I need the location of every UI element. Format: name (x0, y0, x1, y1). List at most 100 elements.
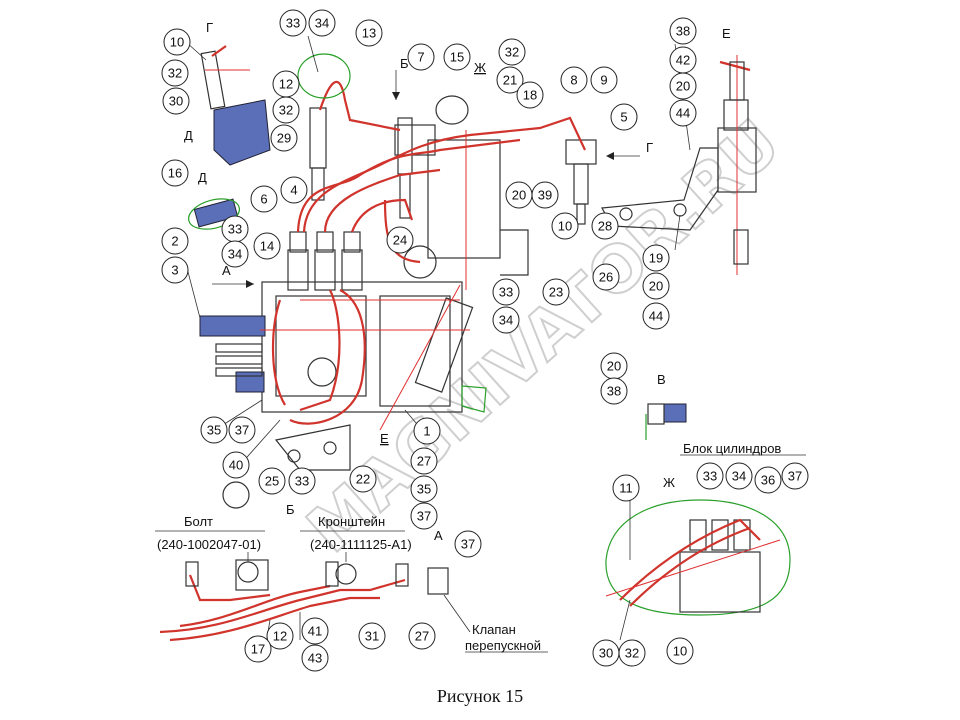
pump-sections (287, 231, 363, 291)
callout-number: 33 (228, 222, 242, 237)
callout-20: 20 (600, 352, 628, 380)
text-labels: Болт (240-1002047-01) Кронштейн (240-111… (157, 441, 781, 653)
flange-section (235, 371, 265, 393)
callout-number: 12 (279, 77, 293, 92)
injector-right (565, 139, 597, 225)
callout-number: 9 (600, 73, 607, 88)
callout-number: 20 (676, 79, 690, 94)
callout-10: 10 (666, 637, 694, 665)
callout-number: 33 (703, 469, 717, 484)
callout-33: 33 (492, 278, 520, 306)
callout-20: 20 (669, 72, 697, 100)
callout-43: 43 (301, 644, 329, 672)
fuel-pipes (271, 80, 586, 425)
callout-39: 39 (531, 181, 559, 209)
highlight-bypass (461, 385, 487, 413)
callout-12: 12 (266, 622, 294, 650)
callout-number: 44 (649, 309, 663, 324)
callout-number: 33 (499, 285, 513, 300)
callout-number: 4 (290, 183, 297, 198)
bracket-e (601, 147, 719, 231)
callout-number: 26 (599, 270, 613, 285)
callout-35: 35 (200, 416, 228, 444)
callout-41: 41 (301, 617, 329, 645)
studs (215, 343, 263, 377)
callout-number: 37 (417, 509, 431, 524)
fuel-filter (427, 139, 501, 259)
callout-34: 34 (221, 240, 249, 268)
callout-40: 40 (222, 451, 250, 479)
detail-g (200, 45, 271, 166)
callout-1: 1 (413, 417, 441, 445)
letter-b-bottom: Б (286, 502, 295, 517)
label-valve-2: перепускной (465, 638, 541, 653)
callout-number: 2 (171, 234, 178, 249)
callout-number: 37 (235, 423, 249, 438)
callout-18: 18 (516, 81, 544, 109)
callout-12: 12 (272, 70, 300, 98)
callout-number: 3 (171, 263, 178, 278)
callout-number: 1 (423, 424, 430, 439)
callout-23: 23 (542, 278, 570, 306)
letter-d-2: Д (198, 170, 207, 185)
view-letters: Г Д Д А Б Ж Е В Ж Б А Е Г (184, 20, 731, 543)
governor-housing (379, 295, 451, 407)
label-bracket: Кронштейн (318, 514, 385, 529)
letter-b-view: Б (400, 56, 409, 71)
callout-number: 10 (170, 35, 184, 50)
callout-number: 10 (558, 219, 572, 234)
callout-27: 27 (410, 447, 438, 475)
feed-pump (307, 357, 337, 387)
letter-g-view: Г (646, 140, 653, 155)
callout-number: 18 (523, 88, 537, 103)
callout-7: 7 (407, 43, 435, 71)
callout-9: 9 (590, 66, 618, 94)
letter-a-bottom: А (434, 528, 443, 543)
bottom-pipe-assembly (159, 559, 449, 642)
callout-26: 26 (592, 263, 620, 291)
fuel-pump-assembly (199, 95, 597, 471)
callout-29: 29 (270, 124, 298, 152)
callout-20: 20 (642, 272, 670, 300)
callout-6: 6 (250, 185, 278, 213)
callout-11: 11 (612, 474, 640, 502)
watermark: MAGNIVATOR.RU (293, 105, 796, 568)
callout-37: 37 (454, 530, 482, 558)
callout-32: 32 (272, 96, 300, 124)
callout-number: 21 (503, 73, 517, 88)
callout-32: 32 (618, 639, 646, 667)
callout-number: 31 (365, 629, 379, 644)
callout-number: 30 (169, 94, 183, 109)
filter-bracket (500, 229, 529, 276)
label-block: Блок цилиндров (683, 441, 781, 456)
callout-38: 38 (600, 377, 628, 405)
callout-number: 20 (607, 359, 621, 374)
callout-37: 37 (781, 462, 809, 490)
callout-32: 32 (498, 38, 526, 66)
callout-38: 38 (669, 17, 697, 45)
callout-number: 35 (207, 423, 221, 438)
callout-number: 27 (417, 454, 431, 469)
callout-number: 12 (273, 629, 287, 644)
bypass-valve (427, 567, 449, 595)
callout-number: 27 (415, 629, 429, 644)
letter-a-view: А (222, 263, 231, 278)
detail-d (188, 198, 240, 230)
callout-number: 10 (673, 644, 687, 659)
callout-28: 28 (591, 212, 619, 240)
callout-44: 44 (669, 99, 697, 127)
booster-pump (403, 245, 437, 279)
callout-number: 5 (620, 110, 627, 125)
pump-housing (275, 295, 367, 397)
callout-number: 34 (228, 247, 242, 262)
highlight-upper (297, 53, 351, 99)
callout-3: 3 (161, 256, 189, 284)
callout-5: 5 (610, 103, 638, 131)
callout-number: 29 (277, 131, 291, 146)
callout-16: 16 (161, 159, 189, 187)
callout-13: 13 (355, 19, 383, 47)
callout-number: 37 (788, 469, 802, 484)
letter-zh-view: Ж (474, 60, 486, 75)
callout-number: 28 (598, 219, 612, 234)
